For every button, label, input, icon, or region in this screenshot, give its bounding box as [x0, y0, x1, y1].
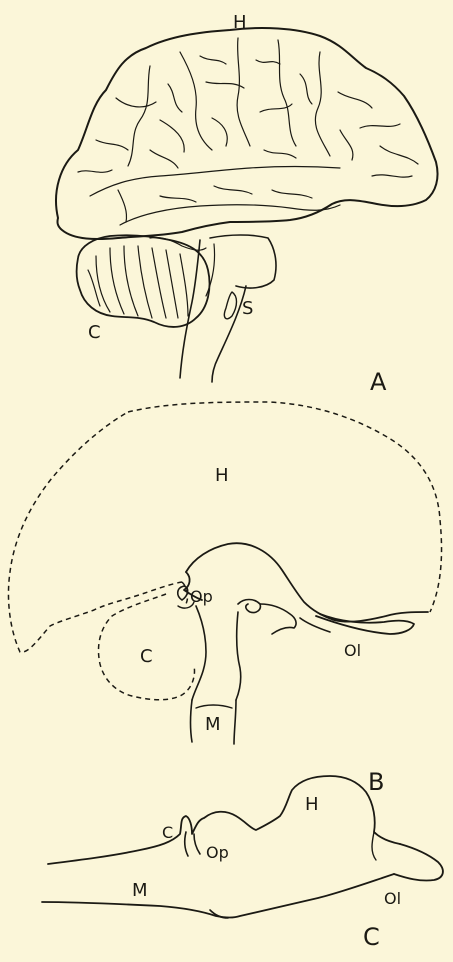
- hemisphere-section-outline: [186, 543, 428, 621]
- hemisphere-label-c: H: [305, 794, 319, 815]
- olfactory-label-c: Ol: [384, 889, 401, 908]
- cerebrum-outline: [56, 28, 438, 239]
- brain-lower-outline: [42, 874, 394, 918]
- optic-label-c: Op: [206, 843, 229, 862]
- cerebellum-label-b: C: [140, 646, 153, 667]
- olfactory-bulb-outline: [316, 614, 414, 634]
- panel-label-b: B: [368, 768, 384, 796]
- stem-label-a: S: [242, 298, 253, 319]
- hemisphere-label-a: H: [233, 12, 247, 33]
- olfactory-label-b: Ol: [344, 641, 361, 660]
- pons-outline: [210, 235, 276, 288]
- cerebellum-label-a: C: [88, 322, 101, 343]
- hemisphere-label-b: H: [215, 465, 229, 486]
- cerebrum-dashed-outline: [8, 402, 441, 652]
- panel-b-brain-section: H Op C M Ol B: [8, 402, 441, 796]
- medulla-label-c: M: [132, 880, 148, 901]
- panel-label-a: A: [370, 368, 387, 396]
- medulla-label-b: M: [205, 714, 221, 735]
- panel-a-human-brain: H C S A: [56, 12, 438, 396]
- cerebellum-label-c: C: [162, 823, 173, 842]
- optic-label-b: Op: [190, 587, 213, 606]
- panel-c-simple-brain: H C Op M Ol C: [42, 776, 443, 951]
- panel-label-c: C: [363, 923, 380, 951]
